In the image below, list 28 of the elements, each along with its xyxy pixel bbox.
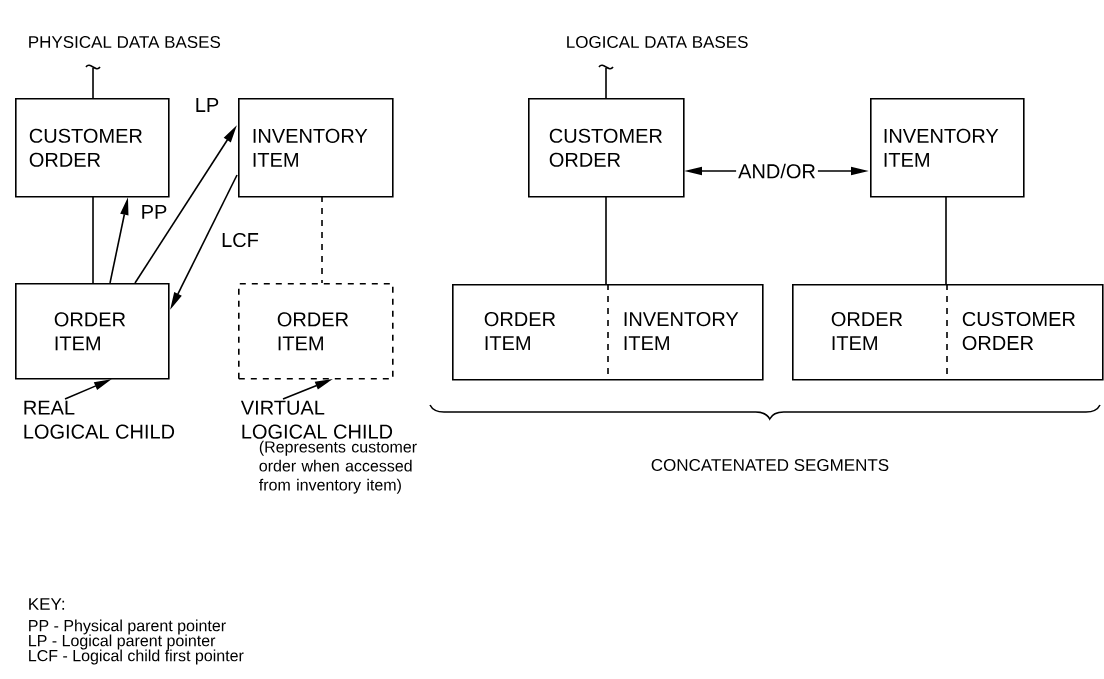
note-text: (Represents customer order when accessed from inventory item) <box>259 440 417 494</box>
segment-box: CUSTOMER ORDER <box>15 98 170 198</box>
concatenated-segment: ORDER ITEM CUSTOMER ORDER <box>792 283 1104 381</box>
key-entry: LCF - Logical child first pointer <box>29 649 244 665</box>
child-label: REAL LOGICAL CHILD <box>24 400 175 439</box>
key-entry: LP - Logical parent pointer <box>29 634 216 650</box>
edge-label: PP <box>142 205 167 219</box>
segment-box: INVENTORY ITEM <box>238 98 394 198</box>
segment-box: ORDER ITEM <box>15 283 170 380</box>
child-label: VIRTUAL LOGICAL CHILD <box>240 400 393 439</box>
connector-line <box>605 195 607 285</box>
edge-label: AND/OR <box>736 161 818 181</box>
segment-box: CUSTOMER ORDER <box>528 98 685 198</box>
connector-line <box>92 195 94 284</box>
edge-label: LP <box>196 98 219 112</box>
heading: LOGICAL DATA BASES <box>567 36 748 48</box>
connector-line <box>945 195 947 285</box>
segment-box: INVENTORY ITEM <box>870 98 1025 198</box>
key-heading: KEY: <box>29 598 65 610</box>
heading: PHYSICAL DATA BASES <box>29 36 221 48</box>
continuation-line <box>598 64 614 99</box>
heading: CONCATENATED SEGMENTS <box>651 459 889 471</box>
segment-box: ORDER ITEM <box>238 283 394 380</box>
concatenated-segment: ORDER ITEM INVENTORY ITEM <box>452 283 764 381</box>
continuation-line <box>85 64 101 99</box>
connector-line <box>321 195 323 284</box>
key-entry: PP - Physical parent pointer <box>29 619 226 635</box>
edge-label: LCF <box>222 232 259 248</box>
